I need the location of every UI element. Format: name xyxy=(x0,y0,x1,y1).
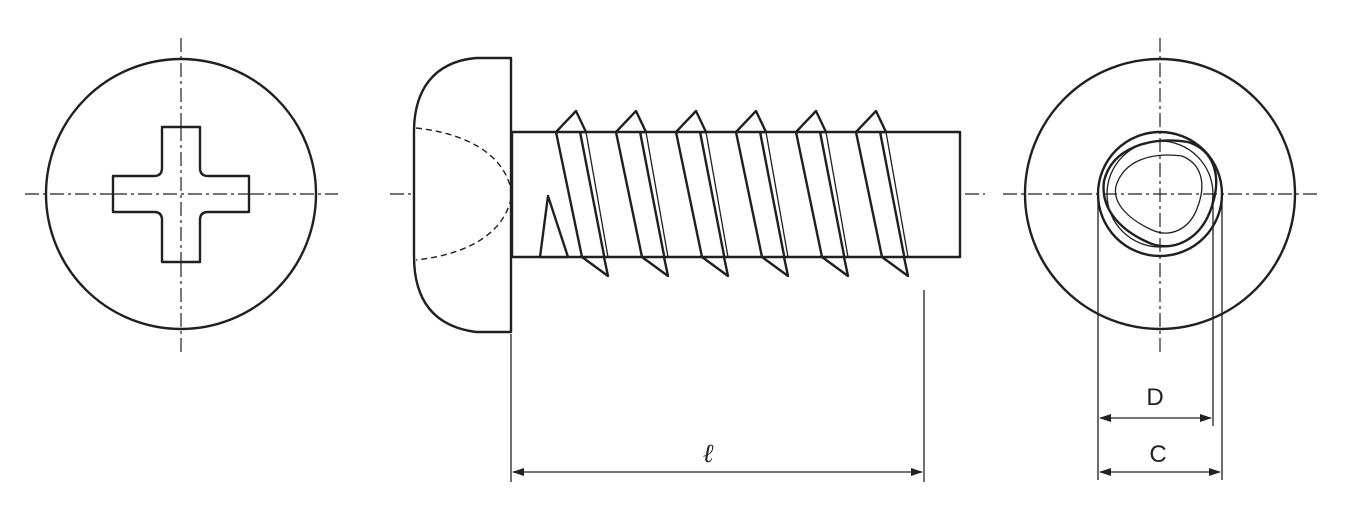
pan-head-outline xyxy=(412,56,513,334)
thread-runout xyxy=(538,194,570,259)
thread-crest xyxy=(554,132,606,257)
thread-crest xyxy=(614,132,666,257)
thread-crest xyxy=(640,255,670,278)
thread-crest xyxy=(734,109,768,134)
thread-crest xyxy=(820,255,850,278)
thread-crest xyxy=(674,132,726,257)
c-label: C xyxy=(1149,441,1166,468)
thread-crest xyxy=(880,255,910,278)
length-label: ℓ xyxy=(703,439,714,468)
trilobular-profile xyxy=(1102,139,1218,248)
thread-crest xyxy=(700,255,730,278)
d-label: D xyxy=(1146,384,1163,411)
thread-crest xyxy=(614,109,648,134)
screw-side-view: ℓ xyxy=(390,56,985,482)
thread-crest xyxy=(794,132,846,257)
thread-crest xyxy=(734,132,786,257)
thread-crest xyxy=(674,109,708,134)
thread-crest xyxy=(854,109,888,134)
thread-crest xyxy=(554,109,588,134)
thread-crest xyxy=(760,255,790,278)
thread-crest xyxy=(794,109,828,134)
head-top-view xyxy=(25,38,338,352)
thread-back-lines xyxy=(585,131,909,258)
point-end-view: D C xyxy=(1003,38,1318,480)
trilobular-inner-profile xyxy=(1114,154,1203,234)
thread-crest xyxy=(854,132,906,257)
thread-crests xyxy=(554,132,906,257)
thread-crest xyxy=(580,255,610,278)
